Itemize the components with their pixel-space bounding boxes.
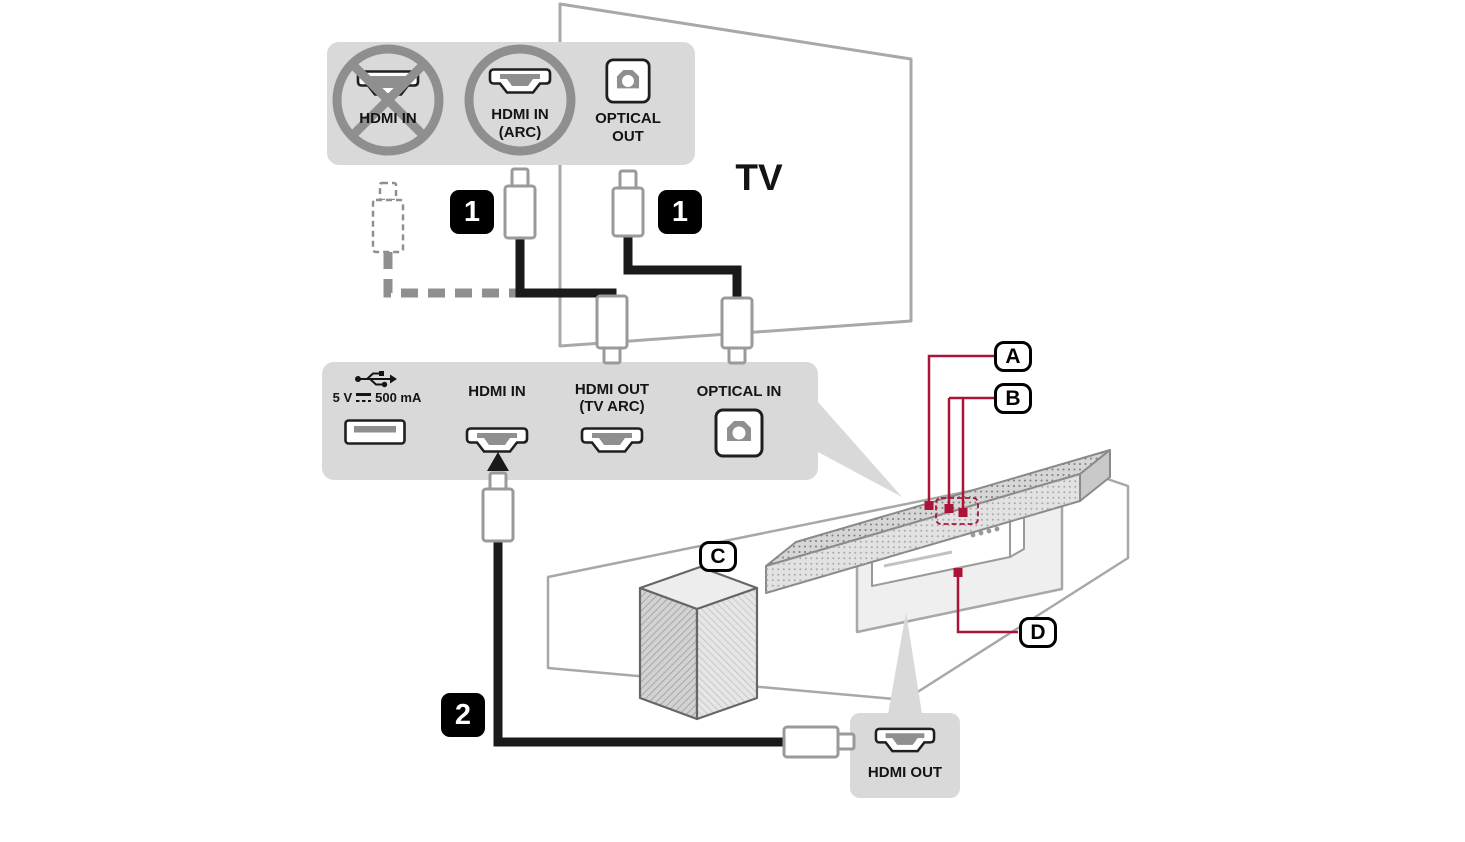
optical-out-port-icon — [605, 58, 651, 104]
soundbar-hdmi-in-port-icon — [465, 427, 529, 453]
soundbar-hdmi-out-port-icon — [580, 427, 644, 453]
optical-plug-to-tv — [611, 169, 645, 238]
usb-rating-label: 5 V 500 mA — [322, 390, 432, 405]
callout-endpoints — [924, 501, 968, 577]
hdmi-out-panel-label: HDMI OUT — [867, 764, 943, 781]
media-device-buttons — [970, 526, 1000, 538]
soundbar-hdmi-in-label: HDMI IN — [468, 383, 526, 400]
optical-cable — [623, 234, 742, 300]
dc-symbol-icon — [356, 393, 372, 403]
usb-rating-prefix: 5 V — [332, 390, 353, 405]
prohibition-circle-icon — [331, 43, 445, 157]
usb-port-icon — [344, 419, 406, 445]
usb-symbol-icon — [352, 369, 398, 389]
callout-b-box: B — [994, 383, 1032, 414]
tv-label: TV — [735, 157, 783, 198]
tv-optical-out-label-line1: OPTICAL — [595, 110, 661, 127]
soundbar-optical-in-port-icon — [714, 408, 764, 458]
dashed-hdmi-cable — [383, 252, 518, 298]
callout-b-line — [947, 396, 996, 512]
tv-optical-out-label-line2: OUT — [612, 128, 644, 145]
soundbar-panel-pointer — [818, 402, 902, 497]
callout-d-line — [956, 576, 1018, 634]
optical-plug-to-soundbar — [720, 296, 754, 365]
callout-lines — [927, 354, 1018, 634]
hdmi-plug-to-tv-arc — [503, 167, 537, 240]
tv-hdmi-in-arc-label-line2: (ARC) — [498, 124, 542, 141]
callout-a-box: A — [994, 341, 1032, 372]
hdmi-out-panel-bg — [850, 713, 960, 798]
step-1-badge-optical: 1 — [658, 190, 702, 234]
soundbar-ports-panel-bg — [322, 362, 818, 480]
soundbar-hdmi-out-label-line1: HDMI OUT — [574, 381, 650, 398]
step-1-badge-hdmi: 1 — [450, 190, 494, 234]
hdmi-in-arc-port-icon — [488, 68, 552, 94]
insert-arrow-up-icon — [487, 452, 509, 471]
tv-hdmi-in-arc-label-line1: HDMI IN — [491, 106, 549, 123]
soundbar — [765, 449, 1111, 594]
hdmi-out-cable — [493, 540, 788, 747]
hdmi-plug-to-soundbar-in — [481, 471, 515, 543]
callout-b-dashed-zone — [935, 497, 979, 525]
callout-c-box: C — [699, 541, 737, 572]
hdmi-plug-to-soundbar-arc — [595, 294, 629, 365]
hdmi-out-port-icon — [874, 727, 936, 753]
step-2-badge: 2 — [441, 693, 485, 737]
soundbar-hdmi-out-label-line2: (TV ARC) — [579, 398, 645, 415]
hdmi-out-panel-pointer — [888, 612, 922, 714]
soundbar-optical-in-label: OPTICAL IN — [696, 383, 782, 400]
usb-rating-suffix: 500 mA — [375, 390, 422, 405]
callout-a-line — [927, 354, 996, 505]
hdmi-plug-to-hdmi-out — [782, 725, 856, 759]
emphasis-circle-icon — [463, 43, 577, 157]
tv-hdmi-in-label: HDMI IN — [359, 110, 417, 127]
callout-d-box: D — [1019, 617, 1057, 648]
dashed-hdmi-plug — [371, 181, 405, 254]
subwoofer — [638, 565, 759, 721]
